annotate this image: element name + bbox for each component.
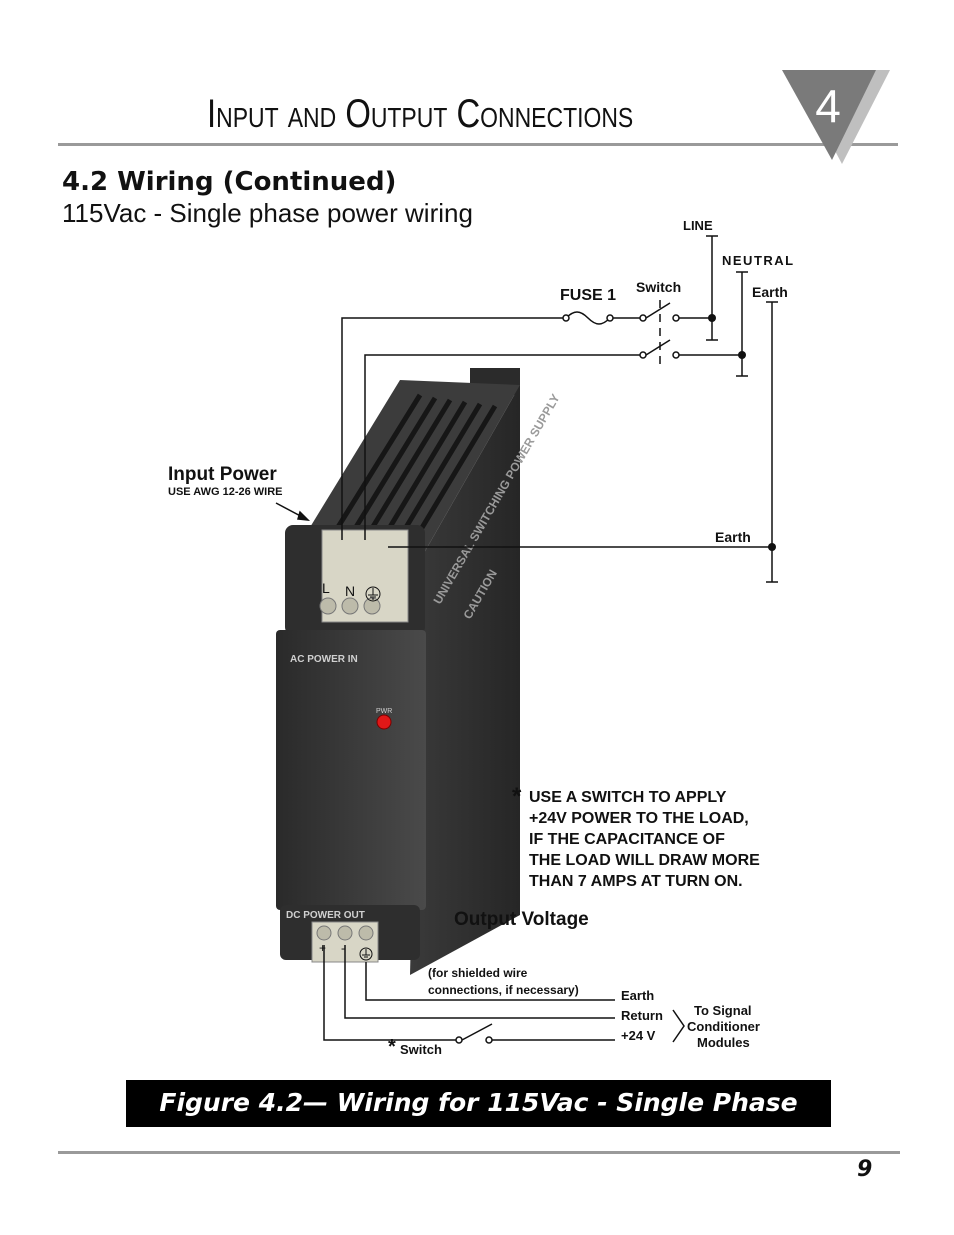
signal-label-2: Conditioner xyxy=(687,1019,760,1034)
output-wiring xyxy=(323,945,685,1044)
header-rule xyxy=(58,143,898,146)
chapter-title: Input and Output Connections xyxy=(207,92,634,136)
switch-note: USE A SWITCH TO APPLY +24V POWER TO THE … xyxy=(529,787,760,892)
neutral-label: NEUTRAL xyxy=(722,253,795,268)
figure-caption-box: Figure 4.2— Wiring for 115Vac - Single P… xyxy=(126,1080,831,1127)
note-line: THAN 7 AMPS AT TURN ON. xyxy=(529,873,743,890)
output-voltage-label: Output Voltage xyxy=(454,909,589,930)
figure-caption: Figure 4.2— Wiring for 115Vac - Single P… xyxy=(159,1088,798,1117)
input-power-label: Input Power xyxy=(168,464,277,485)
subheading: 115Vac - Single phase power wiring xyxy=(62,198,473,228)
note-line: IF THE CAPACITANCE OF xyxy=(529,831,725,848)
return-label: Return xyxy=(621,1008,663,1023)
shield-note-2: connections, if necessary) xyxy=(428,983,579,997)
note-asterisk: * xyxy=(512,783,522,810)
section-heading: 4.2 Wiring (Continued) xyxy=(62,167,397,197)
signal-label-3: Modules xyxy=(697,1035,750,1050)
page-number: 9 xyxy=(857,1157,873,1182)
chapter-tab: 4 xyxy=(782,70,890,164)
out-minus: - xyxy=(341,941,345,955)
terminal-n: N xyxy=(345,583,355,599)
note-line: +24V POWER TO THE LOAD, xyxy=(529,810,749,827)
v24-label: +24 V xyxy=(621,1028,656,1043)
earth-top-label: Earth xyxy=(752,284,788,300)
switch-out-asterisk: * xyxy=(388,1036,396,1058)
out-plus: + xyxy=(319,941,326,955)
wire-note: USE AWG 12-26 WIRE xyxy=(168,486,283,498)
terminal-l: L xyxy=(322,580,330,596)
earth-mid-label: Earth xyxy=(715,529,751,545)
power-supply-unit: UNIVERSAL SWITCHING POWER SUPPLY CAUTION… xyxy=(276,368,563,975)
ac-power-in-label: AC POWER IN xyxy=(290,654,358,665)
input-wiring xyxy=(275,235,778,583)
line-label: LINE xyxy=(683,218,713,233)
switch-label: Switch xyxy=(636,279,682,295)
pwr-led-label: PWR xyxy=(376,708,392,715)
signal-label-1: To Signal xyxy=(694,1003,752,1018)
chapter-number: 4 xyxy=(815,80,841,132)
dc-power-out-label: DC POWER OUT xyxy=(286,910,365,921)
fuse-label: FUSE 1 xyxy=(560,287,617,304)
switch-out-label: Switch xyxy=(400,1042,442,1057)
note-line: THE LOAD WILL DRAW MORE xyxy=(529,852,760,869)
earth-out-label: Earth xyxy=(621,988,655,1003)
shield-note-1: (for shielded wire xyxy=(428,966,528,980)
footer-rule xyxy=(58,1151,900,1154)
pwr-led xyxy=(376,714,392,730)
note-line: USE A SWITCH TO APPLY xyxy=(529,789,727,806)
